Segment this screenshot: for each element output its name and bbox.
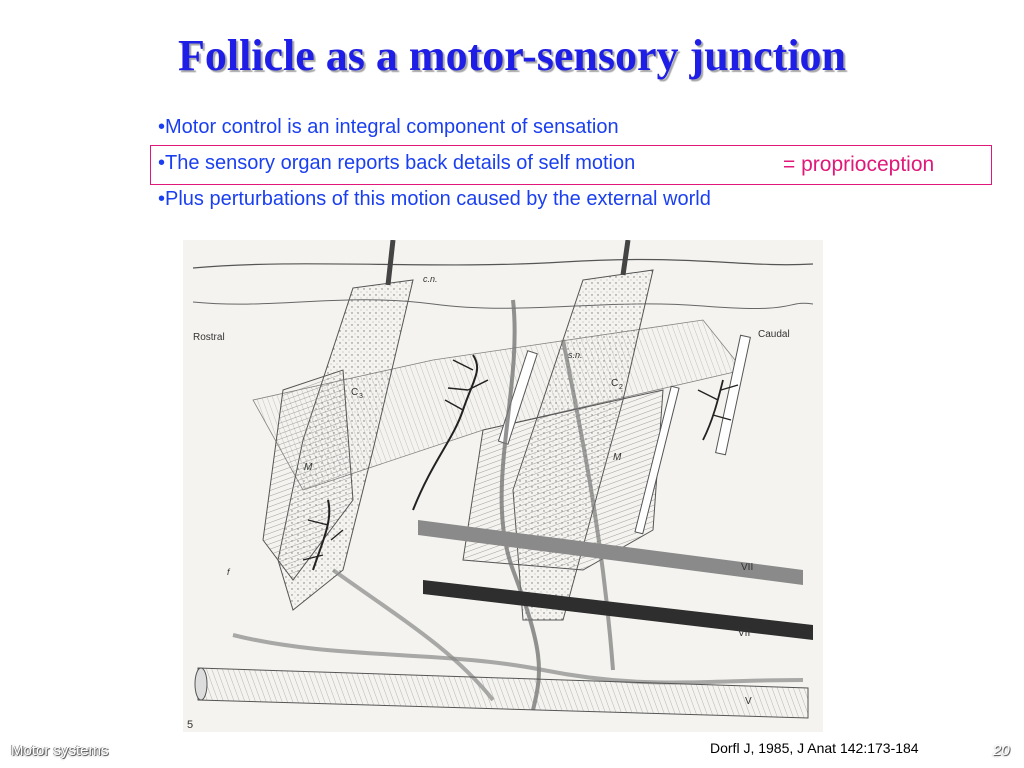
label-c2: C [611, 378, 618, 389]
bullet-list: •Motor control is an integral component … [158, 112, 711, 220]
label-m-left: M [304, 462, 313, 473]
bullet-item: •The sensory organ reports back details … [158, 152, 636, 174]
label-c2-sub: 2 [619, 384, 623, 391]
citation: Dorfl J, 1985, J Anat 142:173-184 [710, 740, 919, 756]
label-cn: c.n. [423, 274, 438, 284]
slide-title: Follicle as a motor-sensory junction [177, 31, 847, 80]
label-rostral: Rostral [193, 332, 225, 343]
proprioception-annotation: = proprioception [783, 153, 935, 176]
bullet-item: •Motor control is an integral component … [158, 116, 619, 138]
label-panel-number: 5 [187, 719, 193, 731]
footer-label: Motor systems [11, 742, 109, 759]
bullet-item: •Plus perturbations of this motion cause… [158, 188, 711, 210]
label-sn: s.n. [568, 350, 583, 360]
nerve-vii-lower [423, 580, 813, 640]
label-c3-sub: 3 [359, 393, 363, 400]
label-f: f [227, 567, 231, 577]
label-vii-upper: VII [741, 562, 753, 573]
label-v: V [745, 696, 752, 707]
nerve-vii-upper [418, 520, 803, 585]
highlight-box [150, 145, 992, 185]
label-c3: C [351, 387, 358, 398]
follicle-drawing: Rostral Caudal c.n. s.n. C 3 C 2 M M f V… [187, 239, 814, 731]
label-caudal: Caudal [758, 329, 790, 340]
label-m-right: M [613, 452, 622, 463]
nerve-v [197, 667, 809, 719]
page-number: 20 [993, 742, 1010, 759]
label-vii-lower: VII [738, 628, 750, 639]
anatomical-figure: Rostral Caudal c.n. s.n. C 3 C 2 M M f V… [183, 239, 823, 732]
